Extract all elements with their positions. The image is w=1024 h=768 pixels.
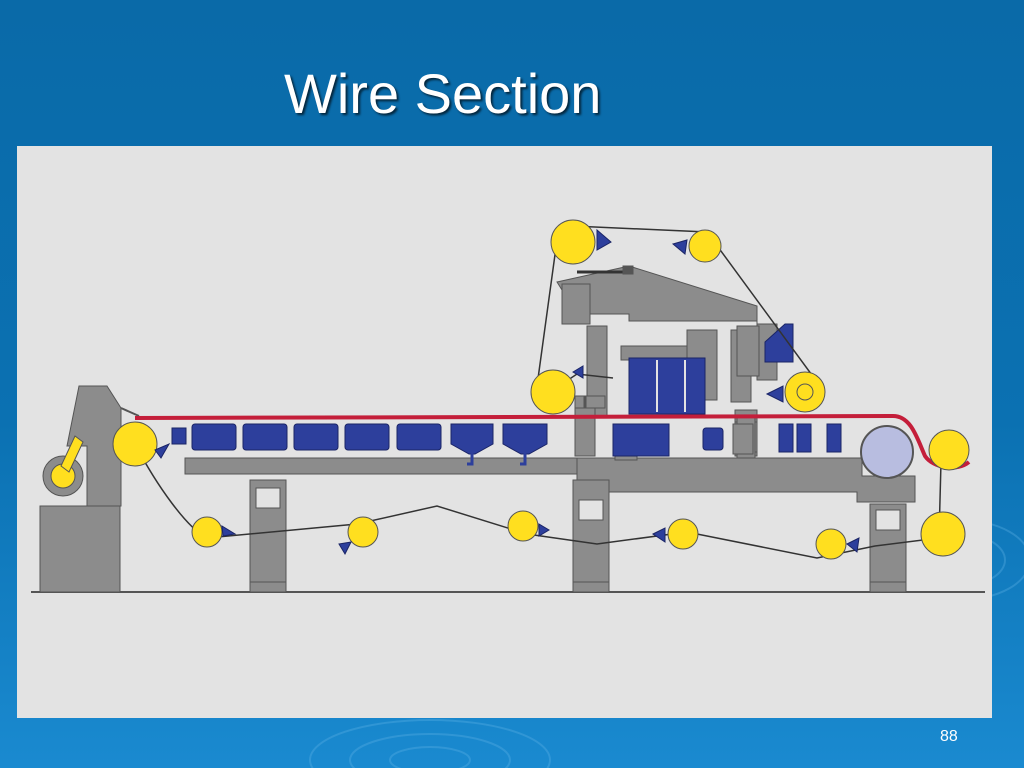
turning-roll-icon xyxy=(928,429,970,471)
couch-roll-icon xyxy=(860,425,914,479)
doctor-blade-icon xyxy=(154,228,860,556)
drive-roll-icon xyxy=(920,511,966,557)
support-pillar xyxy=(869,503,907,593)
return-roll-icon xyxy=(815,528,847,560)
suction-box-icon xyxy=(628,357,706,415)
support-pillar xyxy=(249,479,287,593)
forming-roll-icon xyxy=(784,371,826,413)
return-roll-icon xyxy=(667,518,699,550)
return-roll-icon xyxy=(347,516,379,548)
machine-frame xyxy=(184,435,916,503)
breast-roll-icon xyxy=(112,421,158,467)
return-roll-icon xyxy=(507,510,539,542)
top-wire-roll-icon xyxy=(550,219,596,265)
forming-roll-icon xyxy=(530,369,576,415)
page-number: 88 xyxy=(940,728,958,745)
headbox-icon xyxy=(39,385,140,593)
wire-section-diagram xyxy=(17,146,992,718)
table-boxes xyxy=(171,423,842,457)
top-wire-roll-icon xyxy=(688,229,722,263)
return-roll-icon xyxy=(191,516,223,548)
top-former-frame xyxy=(556,265,778,457)
hood-icon xyxy=(764,323,794,363)
slide-title: Wire Section xyxy=(284,62,602,125)
support-pillar xyxy=(572,479,610,593)
